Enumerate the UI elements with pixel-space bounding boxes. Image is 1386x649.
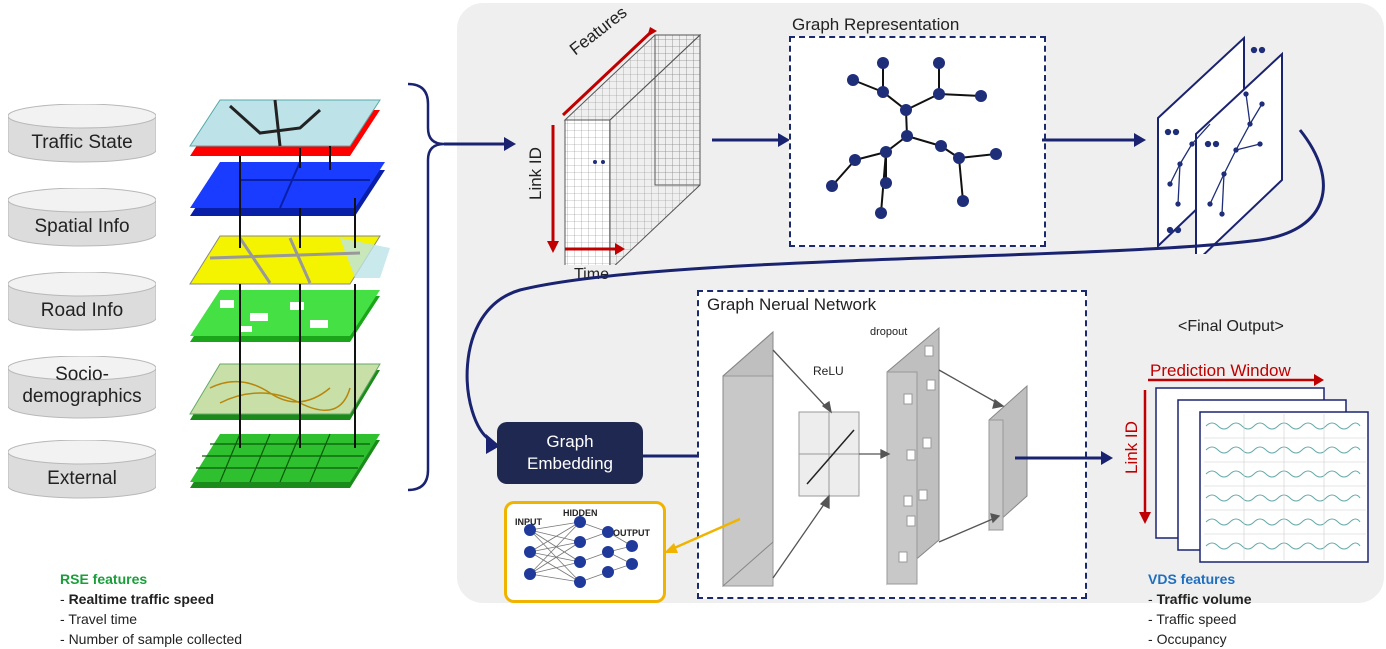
vds-item: Traffic speed	[1156, 611, 1237, 627]
db-label: Road Info	[40, 300, 124, 321]
input-plane	[722, 330, 774, 588]
db-label: Traffic State	[31, 132, 133, 153]
gis-layers-illustration	[189, 99, 390, 488]
graph-embedding-block: Graph Embedding	[497, 422, 643, 484]
db-socio-demographics: Socio- demographics	[8, 356, 156, 420]
prediction-window-label: Prediction Window	[1150, 361, 1291, 380]
gnn-architecture	[722, 326, 1028, 588]
prediction-window-arrow	[1148, 374, 1324, 386]
prediction-heatmap-stack	[1155, 387, 1369, 563]
arrow-to-graph	[712, 133, 790, 147]
layer-socio	[190, 290, 380, 342]
embedding-line1: Graph	[546, 432, 594, 451]
layer-spatial	[190, 161, 385, 216]
graph-stack	[1157, 35, 1283, 254]
output-plane	[988, 384, 1028, 532]
rse-features-panel: RSE features - Realtime traffic speed - …	[60, 571, 243, 647]
layer-terrain	[189, 363, 381, 420]
mlp-hidden-label: HIDDEN	[563, 508, 598, 518]
vds-heading: VDS features	[1148, 571, 1236, 587]
layer-road	[189, 235, 390, 285]
layer-traffic-state	[189, 99, 381, 156]
final-output-title: <Final Output>	[1178, 318, 1284, 335]
arrow-to-output	[1015, 451, 1113, 465]
db-spatial-info: Spatial Info	[8, 188, 156, 248]
rse-item: Travel time	[68, 611, 138, 627]
merge-brace	[407, 82, 516, 492]
vds-item: Occupancy	[1156, 631, 1227, 647]
graph-representation-box	[789, 36, 1046, 247]
flow-curve	[465, 129, 1325, 454]
gnn-title-overlay: Graph Nerual Network	[707, 295, 877, 314]
graph-representation-title: Graph Representation	[792, 15, 960, 34]
relu-label: ReLU	[813, 364, 844, 378]
db-traffic-state: Traffic State	[8, 104, 156, 164]
arrow-to-graph-stack	[1042, 133, 1146, 147]
layer-external	[190, 433, 380, 488]
feature-tensor-cube	[547, 27, 702, 265]
vds-features-panel: VDS features - Traffic volume - Traffic …	[1148, 571, 1252, 647]
mlp-network	[524, 516, 638, 588]
dropout-plane	[886, 326, 940, 586]
graph-network	[826, 57, 1002, 219]
db-road-info: Road Info	[8, 272, 156, 332]
db-label: External	[47, 468, 117, 489]
mlp-input-label: INPUT	[515, 517, 542, 527]
mlp-output-label: OUTPUT	[613, 528, 650, 538]
db-label: Socio- demographics	[22, 364, 142, 407]
layer-connectors	[239, 146, 356, 448]
db-external: External	[8, 440, 156, 500]
dropout-label: dropout	[870, 326, 908, 338]
rse-item: Number of sample collected	[68, 631, 243, 647]
rse-heading: RSE features	[60, 571, 148, 587]
rse-item: Realtime traffic speed	[68, 591, 215, 607]
db-label: Spatial Info	[34, 216, 130, 237]
arrow-to-mlp	[664, 517, 741, 553]
embedding-line2: Embedding	[526, 454, 613, 473]
link-id-arrow	[1139, 390, 1151, 524]
vds-item: Traffic volume	[1156, 591, 1252, 607]
